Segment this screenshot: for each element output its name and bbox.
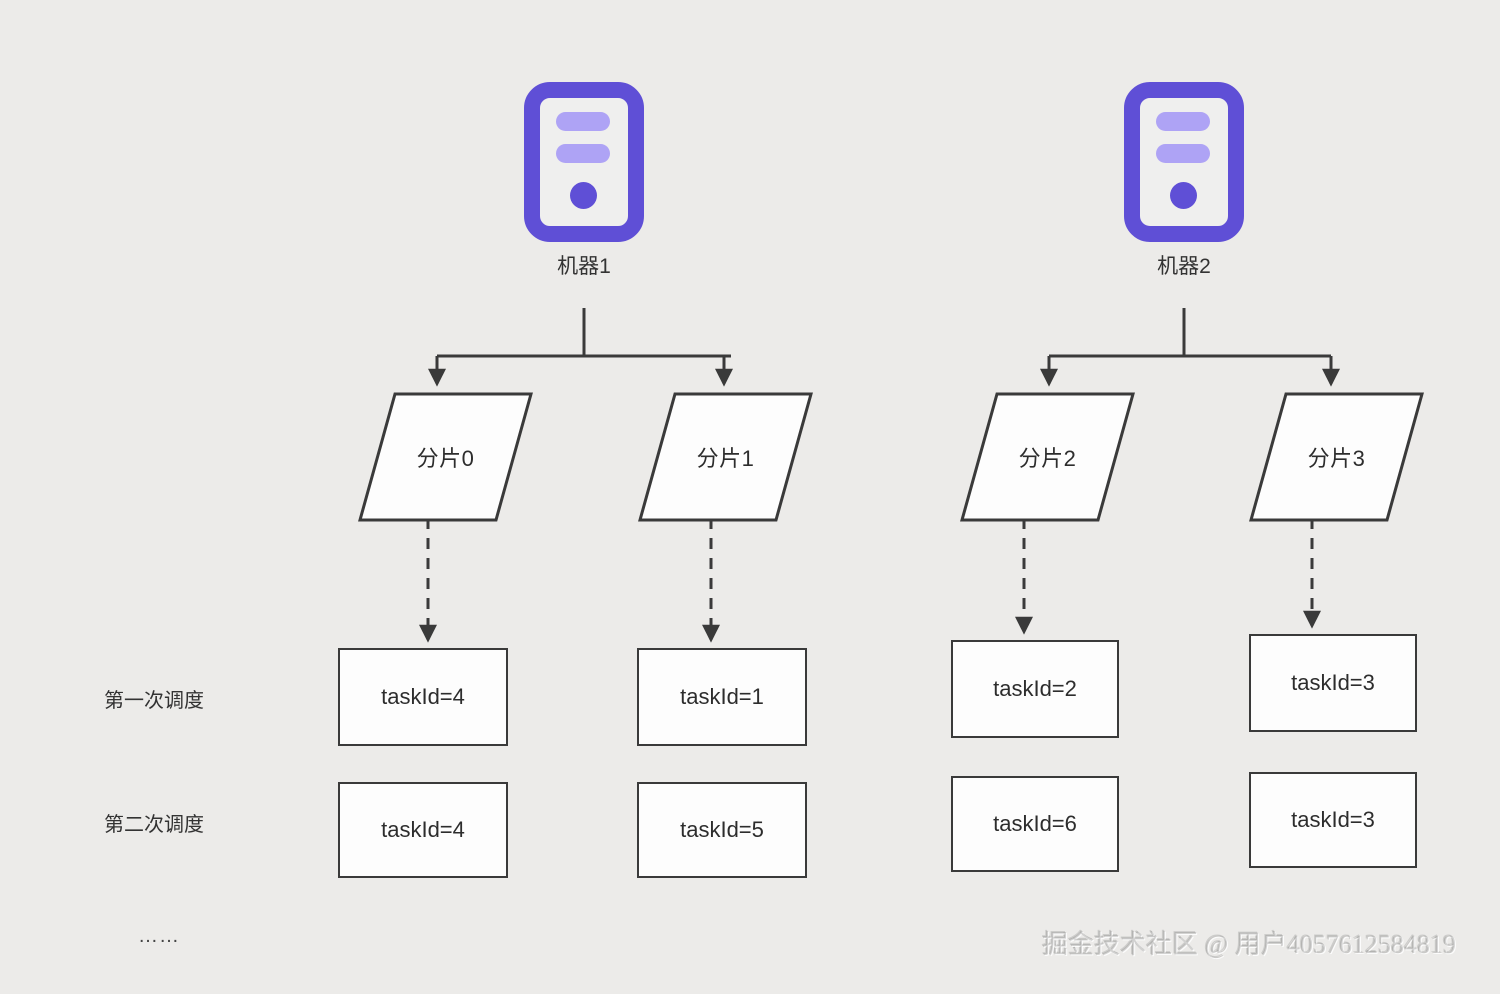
shard-2[interactable]: 分片2 [960,392,1135,522]
server-power-dot [1170,182,1197,209]
watermark: 掘金技术社区 @ 用户4057612584819 [1042,930,1456,959]
shard-3[interactable]: 分片3 [1249,392,1424,522]
connector-machine1-tree [428,308,733,387]
server-icon [524,82,644,242]
task-box[interactable]: taskId=6 [951,776,1119,872]
task-label: taskId=4 [381,684,465,709]
task-label: taskId=1 [680,684,764,709]
task-box[interactable]: taskId=3 [1249,634,1417,732]
row-label-round-2: 第二次调度 [104,814,204,836]
connector-shard-to-task-dashed [419,518,1321,643]
task-label: taskId=4 [381,817,465,842]
task-label: taskId=5 [680,817,764,842]
task-box[interactable]: taskId=5 [637,782,807,878]
task-box[interactable]: taskId=2 [951,640,1119,738]
server-bar-top [1156,112,1210,131]
server-bar-bottom [1156,144,1210,163]
machine-2[interactable]: 机器2 [1124,82,1244,278]
task-label: taskId=3 [1291,670,1375,695]
shard-0-label: 分片0 [416,446,475,471]
server-bar-bottom [556,144,610,163]
task-label: taskId=3 [1291,807,1375,832]
task-box[interactable]: taskId=4 [338,648,508,746]
row-label-ellipsis: …… [138,925,180,947]
server-icon [1124,82,1244,242]
shard-1[interactable]: 分片1 [638,392,813,522]
server-power-dot [570,182,597,209]
machine-2-label: 机器2 [1157,255,1211,278]
task-box[interactable]: taskId=4 [338,782,508,878]
task-label: taskId=6 [993,811,1077,836]
task-box[interactable]: taskId=3 [1249,772,1417,868]
row-label-round-1: 第一次调度 [104,690,204,712]
shard-3-label: 分片3 [1307,446,1366,471]
machine-1-label: 机器1 [557,255,611,278]
shard-0[interactable]: 分片0 [358,392,533,522]
machine-1[interactable]: 机器1 [524,82,644,278]
task-label: taskId=2 [993,676,1077,701]
shard-1-label: 分片1 [696,446,755,471]
shard-2-label: 分片2 [1018,446,1077,471]
task-box[interactable]: taskId=1 [637,648,807,746]
server-bar-top [556,112,610,131]
connector-machine2-tree [1040,308,1340,387]
